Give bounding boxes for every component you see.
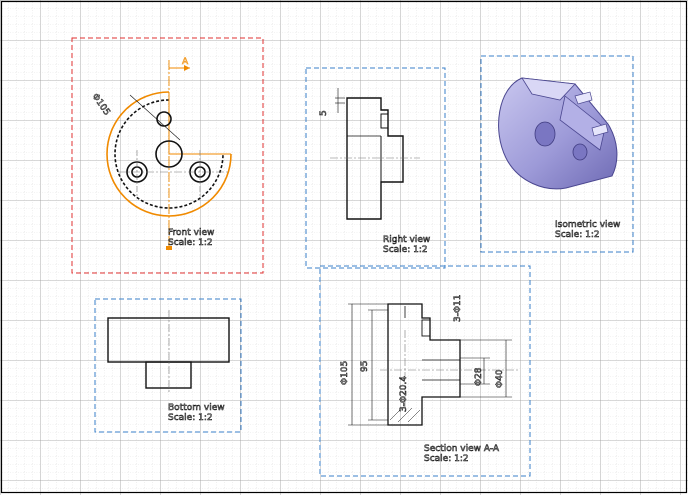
front-view[interactable]: A Φ105 Front view Scale: 1:2 <box>71 37 264 274</box>
right-dim-thickness[interactable]: 5 <box>319 110 330 116</box>
bottom-view-title[interactable]: Bottom view <box>168 403 225 414</box>
section-view-frame[interactable] <box>319 265 531 477</box>
isometric-part <box>498 77 618 190</box>
section-dim-small[interactable]: 3-Φ11 <box>453 294 464 322</box>
isometric-view[interactable]: Isometric view Scale: 1:2 <box>480 55 634 253</box>
bottom-view-frame[interactable] <box>94 298 242 433</box>
right-view[interactable]: 5 Right view Scale: 1:2 <box>305 67 446 269</box>
section-view-scale[interactable]: Scale: 1:2 <box>424 454 469 465</box>
section-dim-40[interactable]: Φ40 <box>495 369 506 388</box>
section-view-title[interactable]: Section view A-A <box>424 444 500 455</box>
isometric-view-scale[interactable]: Scale: 1:2 <box>555 230 600 241</box>
isometric-view-title[interactable]: Isometric view <box>555 220 621 231</box>
front-view-scale[interactable]: Scale: 1:2 <box>168 238 213 249</box>
front-view-frame[interactable] <box>71 37 264 274</box>
bottom-view[interactable]: Bottom view Scale: 1:2 <box>94 298 242 433</box>
section-dim-95[interactable]: 95 <box>360 360 371 372</box>
section-dim-outer[interactable]: Φ105 <box>340 360 351 385</box>
right-view-geometry <box>330 88 420 220</box>
section-view-geometry <box>348 303 520 426</box>
section-dim-holes[interactable]: 3-Φ20.4 <box>399 375 410 412</box>
section-view[interactable]: Φ105 95 3-Φ20.4 3-Φ11 Φ28 Φ40 Section vi… <box>319 265 531 477</box>
isometric-view-frame[interactable] <box>480 55 634 253</box>
right-view-title[interactable]: Right view <box>383 235 431 246</box>
right-view-frame[interactable] <box>305 67 446 269</box>
bottom-view-scale[interactable]: Scale: 1:2 <box>168 413 213 424</box>
callout-label: A <box>182 57 189 67</box>
section-dim-28[interactable]: Φ28 <box>474 367 485 386</box>
right-view-scale[interactable]: Scale: 1:2 <box>383 245 428 256</box>
bottom-view-geometry <box>107 310 230 392</box>
front-view-title[interactable]: Front view <box>168 228 215 239</box>
front-view-geometry[interactable] <box>106 91 232 217</box>
